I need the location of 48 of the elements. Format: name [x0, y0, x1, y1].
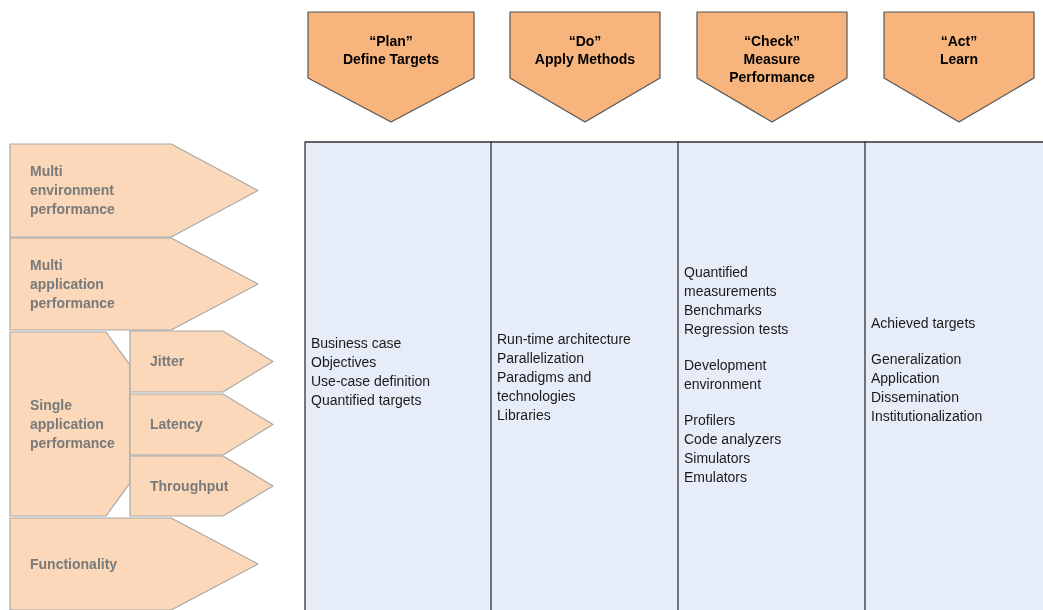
list-item: Emulators: [684, 468, 749, 487]
category-label: Multi application performance: [30, 255, 116, 313]
stage-description: Define Targets: [341, 50, 441, 68]
category-tab: [130, 331, 273, 392]
stage-column: [305, 142, 492, 610]
stage-chevron: [697, 12, 847, 122]
list-item: Simulators: [684, 449, 752, 468]
list-item: Institutionalization: [871, 407, 984, 426]
stage-name: “Check”: [743, 32, 801, 50]
list-item: Regression tests: [684, 320, 790, 339]
category-tab: [130, 456, 273, 516]
list-item: Libraries: [497, 406, 552, 425]
stage-column: [491, 142, 679, 610]
stage-name: “Do”: [567, 32, 603, 50]
stage-column: [678, 142, 866, 610]
stage-name: “Act”: [939, 32, 979, 50]
stage-description: Learn: [938, 50, 980, 68]
list-item: Parallelization: [497, 349, 586, 368]
stage-chevron: [884, 12, 1034, 122]
list-item: Generalization: [871, 350, 963, 369]
list-item: Profilers: [684, 411, 737, 430]
stage-chevron: [308, 12, 474, 122]
category-label: Jitter: [150, 352, 186, 371]
list-item: Achieved targets: [871, 314, 977, 333]
list-item: Objectives: [311, 353, 378, 372]
list-item: Benchmarks: [684, 301, 763, 320]
list-item: Business case: [311, 334, 403, 353]
list-item: Dissemination: [871, 388, 960, 407]
category-tab: [10, 144, 258, 237]
stage-name: “Plan”: [368, 32, 414, 50]
category-label: Single application performance: [30, 395, 116, 453]
category-label: Throughput: [150, 476, 230, 496]
list-item: Quantified targets: [311, 391, 423, 410]
category-label: Latency: [150, 415, 204, 434]
stage-description: Measure Performance: [728, 50, 816, 86]
list-item: Use-case definition: [311, 372, 432, 391]
list-item: Code analyzers: [684, 430, 783, 449]
category-label: Multi environment performance: [30, 162, 116, 219]
list-item: Paradigms and technologies: [497, 368, 593, 406]
list-item: Quantified measurements: [684, 263, 778, 301]
stage-description: Apply Methods: [533, 50, 637, 68]
list-item: Application: [871, 369, 941, 388]
category-label: Functionality: [30, 554, 119, 574]
list-item: Run-time architecture: [497, 330, 632, 349]
stage-chevron: [510, 12, 660, 122]
category-tab: [130, 394, 273, 455]
stage-column: [865, 142, 1043, 610]
list-item: Development environment: [684, 356, 768, 394]
